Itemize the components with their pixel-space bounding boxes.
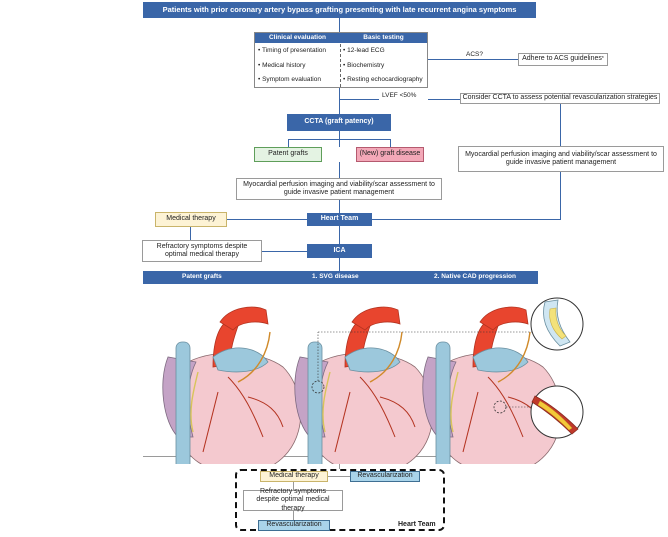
- heart-illustrations: [162, 297, 584, 464]
- connector: [428, 59, 518, 60]
- clinical-item-text: Symptom evaluation: [262, 76, 321, 83]
- ccta-consider-box: Consider CCTA to assess potential revasc…: [460, 93, 660, 104]
- new-graft-disease-box: (New) graft disease: [356, 147, 424, 162]
- testing-item: • 12-lead ECG: [343, 47, 385, 54]
- mpi-right-box: Myocardial perfusion imaging and viabili…: [458, 146, 664, 172]
- connector: [339, 226, 340, 244]
- heart-team-box: Heart Team: [307, 213, 372, 226]
- clinical-item: • Timing of presentation: [258, 47, 327, 54]
- acs-question: ACS?: [466, 51, 483, 58]
- connector: [288, 139, 289, 147]
- connector: [262, 251, 307, 252]
- connector: [227, 219, 307, 220]
- heart-team-panel: [235, 469, 445, 531]
- connector: [288, 139, 390, 140]
- refractory-box: Refractory symptoms despite optimal medi…: [142, 240, 262, 262]
- connector: [339, 162, 340, 178]
- connector: [372, 219, 561, 220]
- testing-item: • Biochemistry: [343, 62, 385, 69]
- testing-item-text: Biochemistry: [347, 62, 385, 69]
- connector: [339, 18, 340, 32]
- scenario-bar: [143, 271, 538, 284]
- lvef-label: LVEF <50%: [382, 92, 417, 99]
- mpi-center-box: Myocardial perfusion imaging and viabili…: [236, 178, 442, 200]
- connector: [339, 200, 340, 213]
- connector: [560, 104, 561, 146]
- connector: [339, 88, 340, 114]
- scenario-native-cad: 2. Native CAD progression: [434, 273, 516, 280]
- clinical-item-text: Timing of presentation: [261, 47, 327, 54]
- bottom-revascularization-right-box: Revascularization: [350, 471, 420, 482]
- acs-guidelines-text: Adhere to ACS guidelines: [522, 55, 602, 63]
- ica-box: ICA: [307, 244, 372, 258]
- clinical-item-text: Medical history: [262, 62, 306, 69]
- connector: [560, 172, 561, 219]
- medical-therapy-box: Medical therapy: [155, 212, 227, 227]
- bottom-refractory-box: Refractory symptoms despite optimal medi…: [243, 488, 343, 512]
- connector: [190, 226, 191, 240]
- clinical-item: • Medical history: [258, 62, 306, 69]
- connector: [339, 99, 379, 100]
- connector: [428, 99, 460, 100]
- connector: [293, 511, 294, 520]
- connector: [339, 258, 340, 271]
- clinical-item: • Symptom evaluation: [258, 76, 321, 83]
- clinical-evaluation-header: Clinical evaluation: [255, 33, 340, 43]
- acs-footnote-mark: *: [601, 55, 604, 62]
- patent-grafts-box: Patent grafts: [254, 147, 322, 162]
- basic-testing-header: Basic testing: [340, 33, 427, 43]
- scenario-svg-disease: 1. SVG disease: [312, 273, 359, 280]
- testing-item-text: 12-lead ECG: [347, 47, 385, 54]
- testing-item: • Resting echocardiography: [343, 76, 423, 83]
- page-title: Patients with prior coronary artery bypa…: [143, 2, 536, 18]
- ccta-box: CCTA (graft patency): [287, 114, 391, 131]
- testing-item-text: Resting echocardiography: [347, 76, 423, 83]
- connector: [390, 139, 391, 147]
- bottom-revascularization-bottom-box: Revascularization: [258, 520, 330, 531]
- bottom-heart-team-label: Heart Team: [398, 521, 436, 528]
- connector: [293, 482, 294, 490]
- eval-divider: [340, 44, 341, 87]
- connector: [328, 476, 350, 477]
- acs-guidelines-box: Adhere to ACS guidelines *: [518, 53, 608, 66]
- scenario-patent-grafts: Patent grafts: [182, 273, 222, 280]
- bottom-medical-therapy-box: Medical therapy: [260, 471, 328, 482]
